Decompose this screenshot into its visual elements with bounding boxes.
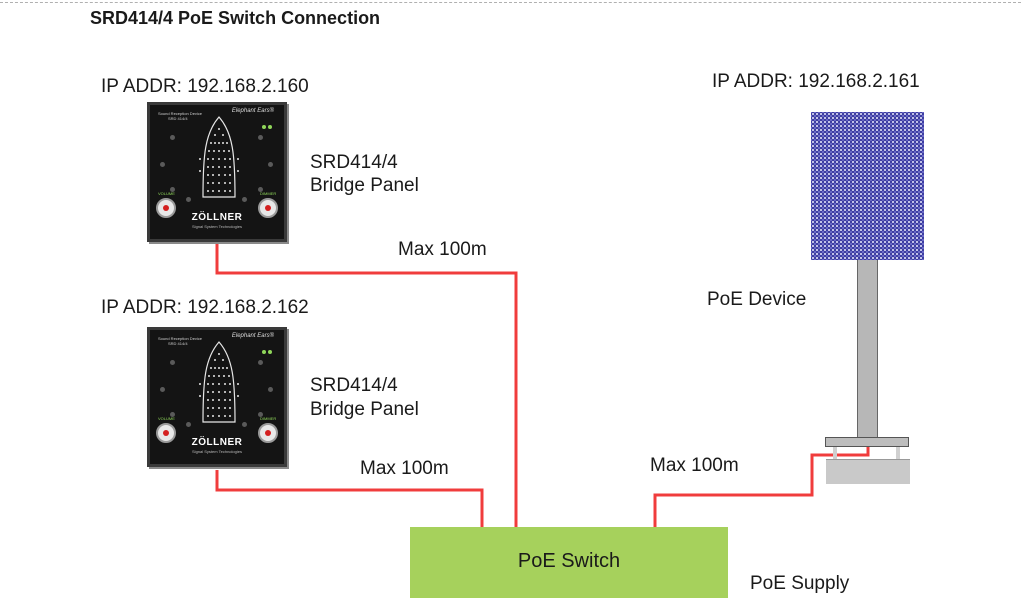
volume-knob-label: VOLUME — [158, 191, 175, 196]
cable-poe-device — [653, 446, 870, 528]
panel-1-cable-label: Max 100m — [398, 239, 487, 260]
indicator-dot — [242, 197, 247, 202]
dimmer-knob-label: DIMMER — [260, 416, 277, 421]
poe-device-base — [826, 459, 910, 484]
volume-knob-label: VOLUME — [158, 416, 175, 421]
panel-brand-text: Elephant Ears® — [231, 333, 274, 339]
panel-model-text: SRD 414/4 — [168, 341, 188, 346]
indicator-dot — [160, 162, 165, 167]
cable-panel-1 — [215, 244, 518, 528]
indicator-dot — [170, 187, 175, 192]
panel-2-ip-label: IP ADDR: 192.168.2.162 — [101, 297, 309, 318]
indicator-dot — [258, 412, 263, 417]
poe-switch: PoE Switch — [410, 527, 728, 598]
bridge-panel-1: Sound Reception Device SRD 414/4 Elephan… — [147, 102, 287, 242]
poe-device-cable-label: Max 100m — [650, 455, 739, 476]
bridge-panel-2: Sound Reception Device SRD 414/4 Elephan… — [147, 327, 287, 467]
cable-panel-2 — [215, 470, 484, 528]
dimmer-knob — [258, 198, 278, 218]
panel-1-ip-label: IP ADDR: 192.168.2.160 — [101, 76, 309, 97]
indicator-dot — [170, 412, 175, 417]
panel-2-name-line2: Bridge Panel — [310, 399, 419, 420]
zollner-logo: ZÖLLNER — [191, 212, 243, 223]
panel-1-name-line1: SRD414/4 — [310, 152, 398, 173]
top-divider — [0, 2, 1021, 3]
zollner-logo-subtitle: Signal System Technologies — [192, 224, 242, 229]
poe-switch-label: PoE Switch — [517, 550, 621, 572]
panel-model-text: SRD 414/4 — [168, 116, 188, 121]
panel-brand-text: Elephant Ears® — [231, 108, 274, 114]
panel-2-cable-label: Max 100m — [360, 458, 449, 479]
panel-device-text: Sound Reception Device — [158, 336, 203, 341]
indicator-dot — [170, 135, 175, 140]
poe-device-leg — [833, 447, 837, 459]
ship-outline-icon — [199, 116, 239, 198]
ship-outline-icon — [199, 341, 239, 423]
panel-device-text: Sound Reception Device — [158, 111, 203, 116]
indicator-dot — [160, 387, 165, 392]
indicator-dot — [258, 360, 263, 365]
poe-supply-label: PoE Supply — [750, 573, 850, 594]
status-leds — [260, 116, 272, 134]
indicator-dot — [186, 197, 191, 202]
poe-device-ip-label: IP ADDR: 192.168.2.161 — [712, 71, 920, 92]
dimmer-knob-label: DIMMER — [260, 191, 277, 196]
zollner-logo-subtitle: Signal System Technologies — [192, 449, 242, 454]
poe-device-label: PoE Device — [707, 289, 807, 310]
indicator-dot — [258, 187, 263, 192]
volume-knob — [156, 423, 176, 443]
diagram-title: SRD414/4 PoE Switch Connection — [90, 8, 381, 28]
poe-device-display — [811, 112, 924, 260]
indicator-dot — [258, 135, 263, 140]
volume-knob — [156, 198, 176, 218]
indicator-dot — [242, 422, 247, 427]
indicator-dot — [186, 422, 191, 427]
zollner-logo: ZÖLLNER — [191, 437, 243, 448]
poe-device-pole — [857, 260, 878, 438]
poe-device-leg — [896, 447, 900, 459]
panel-2-name-line1: SRD414/4 — [310, 375, 398, 396]
indicator-dot — [268, 387, 273, 392]
indicator-dot — [268, 162, 273, 167]
indicator-dot — [170, 360, 175, 365]
panel-1-name-line2: Bridge Panel — [310, 175, 419, 196]
dimmer-knob — [258, 423, 278, 443]
poe-device-mount — [825, 437, 909, 447]
status-leds — [260, 341, 272, 359]
